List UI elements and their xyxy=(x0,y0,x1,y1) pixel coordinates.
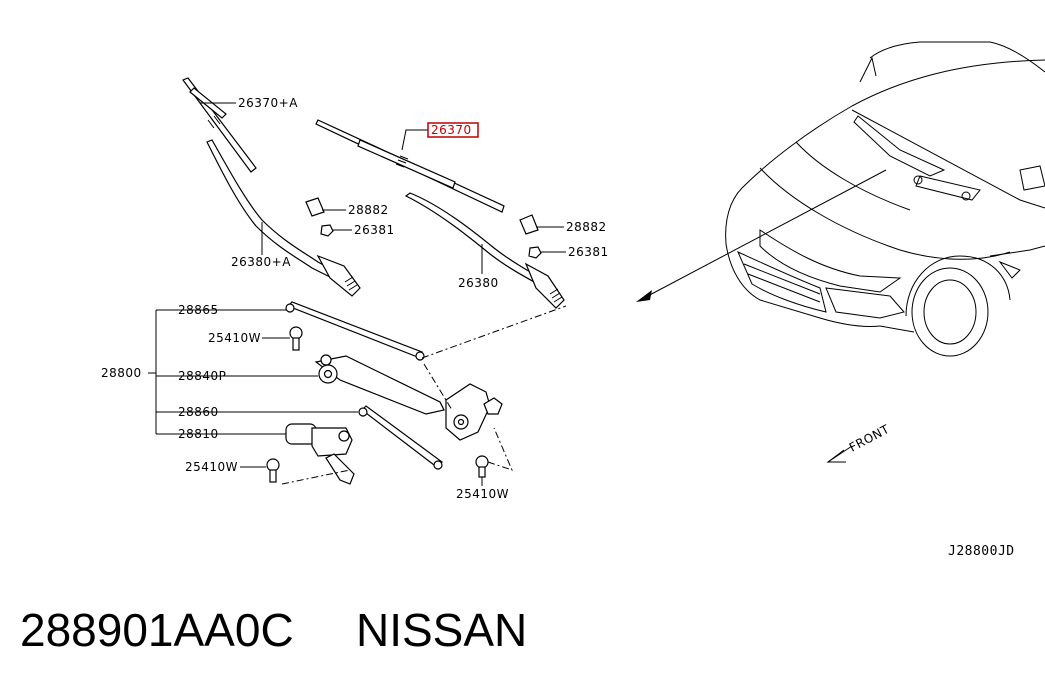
label-bolt-upper: 25410W xyxy=(208,331,261,345)
callout-arrowhead xyxy=(636,290,652,302)
label-arm-right: 26380 xyxy=(458,276,499,290)
wiper-linkage xyxy=(285,301,503,485)
label-link-assembly: 28800 xyxy=(101,366,142,380)
label-nut-right: 26381 xyxy=(568,245,609,259)
part-number: 288901AA0C xyxy=(20,604,294,656)
bolt-upper xyxy=(289,326,303,351)
label-nut-left: 26381 xyxy=(354,223,395,237)
wiper-blade-right xyxy=(315,119,505,213)
bracket-28800 xyxy=(148,309,358,435)
label-pivot: 28840P xyxy=(178,369,226,383)
label-rod-upper: 28865 xyxy=(178,303,219,317)
bolt-lower-right xyxy=(475,455,489,478)
dash-arm-to-link xyxy=(421,305,567,359)
pivot-cap-left xyxy=(305,197,325,217)
label-rod-lower: 28860 xyxy=(178,405,219,419)
brand-name: NISSAN xyxy=(356,604,527,656)
label-bolt-lower-right: 25410W xyxy=(456,487,509,501)
dash-bolt-right xyxy=(487,427,513,471)
nut-right xyxy=(528,246,542,259)
bolt-lower-left xyxy=(266,458,280,483)
diagram-code: J28800JD xyxy=(948,544,1015,559)
dash-pivot-right xyxy=(423,363,453,411)
label-cap-left: 28882 xyxy=(348,203,389,217)
label-cap-right: 28882 xyxy=(566,220,607,234)
leader-blade-right xyxy=(401,129,428,151)
front-label: FRONT xyxy=(847,422,892,455)
pivot-cap-right xyxy=(519,214,539,235)
label-motor: 28810 xyxy=(178,427,219,441)
label-blade-left: 26370+A xyxy=(238,96,298,110)
callout-arrow xyxy=(643,169,887,299)
label-bolt-lower-left: 25410W xyxy=(185,460,238,474)
label-arm-left: 26380+A xyxy=(231,255,291,269)
wiper-arm-left xyxy=(206,139,361,297)
front-arrow-icon xyxy=(826,445,853,463)
car-illustration xyxy=(725,41,1045,357)
wiper-arm-right xyxy=(404,192,565,309)
dash-bolt-left xyxy=(281,469,351,485)
highlight-box xyxy=(427,122,479,138)
nut-left xyxy=(320,224,334,237)
label-blade-right: 26370 xyxy=(431,123,472,137)
